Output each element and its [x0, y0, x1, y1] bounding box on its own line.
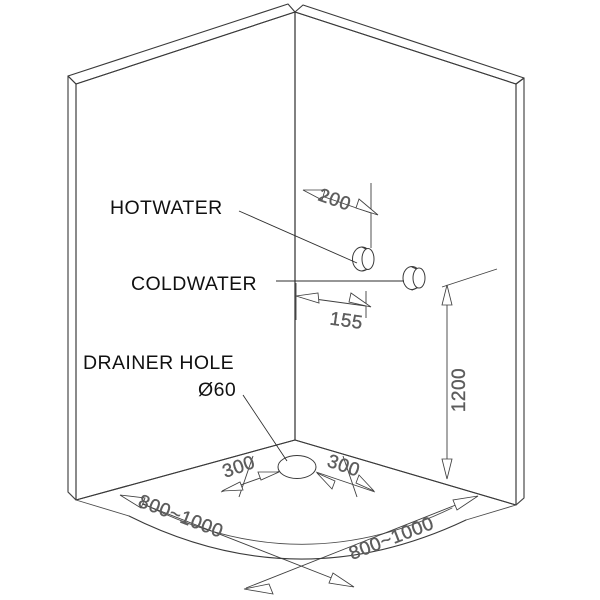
cold-water-valve-fitting: [402, 266, 426, 291]
hot-water-leader-line: [238, 210, 358, 264]
left-wall-panel: [67, 3, 296, 501]
dimension-300-right: [315, 455, 376, 498]
dimension-155-text: 155: [328, 309, 364, 334]
dimension-800-1000-right-text: 800~1000: [346, 513, 437, 565]
hot-water-valve-fitting: [352, 246, 375, 272]
dimension-1200: [441, 268, 498, 480]
drainer-hole-label: DRAINER HOLE: [83, 352, 234, 374]
right-wall-panel: [294, 4, 525, 506]
dimension-800-1000-left: [119, 494, 355, 588]
drainer-hole-leader-line: [242, 394, 288, 462]
dimension-155: [295, 283, 372, 320]
drain-hole-ellipse: [277, 455, 317, 479]
dimension-200-text: 200: [315, 185, 353, 216]
dimension-300-left: [220, 455, 281, 498]
coldwater-label: COLDWATER: [131, 273, 257, 295]
dimension-300-left-text: 300: [220, 452, 258, 483]
dimension-1200-text: 1200: [449, 368, 470, 412]
dimension-200: [302, 183, 379, 248]
dimension-800-1000-right: [243, 495, 479, 595]
hotwater-label: HOTWATER: [110, 197, 223, 219]
drainer-diameter-label: Ø60: [198, 379, 236, 401]
shower-tray-base: [75, 439, 517, 560]
dimension-800-1000-left-text: 800~1000: [135, 491, 226, 543]
